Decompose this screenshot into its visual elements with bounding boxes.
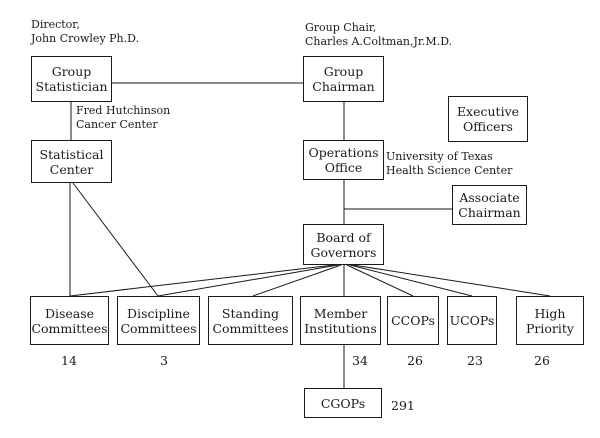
count-ccops: 26 (407, 353, 423, 368)
board-of-governors-box: Board of Governors (303, 224, 384, 265)
standing-committees-line1: Standing (221, 305, 280, 321)
connector-board-standing (252, 264, 342, 297)
group-chair-role: Group Chair, (305, 21, 377, 34)
count-disease-committees: 14 (61, 353, 77, 368)
ucops-label: UCOPs (449, 313, 495, 328)
member-institutions-line2: Institutions (304, 320, 377, 336)
executive-officers-line2: Officers (463, 119, 513, 134)
ut-health-annotation: University of Texas Health Science Cente… (386, 150, 512, 177)
standing-committees-line2: Committees (212, 320, 289, 336)
group-chairman-line1: Group (323, 64, 364, 79)
ccops-label: CCOPs (391, 313, 435, 328)
connector-board-disease (69, 264, 335, 297)
high-priority-line1: High (534, 305, 566, 321)
disease-committees-box: Disease Committees (30, 296, 109, 345)
member-institutions-line1: Member (313, 305, 368, 321)
ut-health-line2: Health Science Center (386, 163, 513, 177)
connector-board-ccops (346, 264, 414, 297)
group-statistician-line1: Group (51, 64, 92, 79)
director-annotation: Director, John Crowley Ph.D. (31, 18, 139, 45)
director-name: John Crowley Ph.D. (31, 31, 140, 45)
connector-statcenter-discipline (72, 182, 159, 297)
cgops-box: CGOPs (304, 388, 382, 418)
board-of-governors-line1: Board of (316, 229, 371, 245)
director-role: Director, (31, 18, 80, 31)
connector-board-priority (352, 264, 551, 297)
group-chair-annotation: Group Chair, Charles A.Coltman,Jr.M.D. (305, 21, 452, 48)
operations-office-line1: Operations (308, 145, 379, 160)
fred-hutchinson-line2: Cancer Center (76, 117, 158, 131)
connector-board-ucops (349, 264, 473, 297)
operations-office-line2: Office (324, 160, 363, 175)
executive-officers-box: Executive Officers (448, 96, 528, 142)
high-priority-box: High Priority (516, 296, 584, 345)
count-cgops: 291 (391, 398, 415, 413)
count-ucops: 23 (467, 353, 483, 368)
group-chair-name: Charles A.Coltman,Jr.M.D. (305, 34, 453, 48)
discipline-committees-line1: Discipline (127, 305, 190, 321)
associate-chairman-box: Associate Chairman (452, 185, 527, 225)
standing-committees-box: Standing Committees (208, 296, 293, 345)
discipline-committees-line2: Committees (120, 320, 197, 336)
associate-chairman-line2: Chairman (458, 205, 521, 220)
count-high-priority: 26 (534, 353, 550, 368)
group-chairman-box: Group Chairman (303, 56, 384, 102)
disease-committees-line2: Committees (31, 320, 108, 336)
ucops-box: UCOPs (447, 296, 497, 345)
ut-health-line1: University of Texas (386, 150, 493, 163)
connector-board-discipline (157, 264, 339, 297)
board-of-governors-line2: Governors (310, 244, 377, 260)
group-chairman-line2: Chairman (312, 79, 375, 94)
executive-officers-line1: Executive (456, 104, 520, 119)
statistical-center-line2: Center (49, 161, 94, 177)
ccops-box: CCOPs (387, 296, 439, 345)
count-member-institutions: 34 (352, 353, 368, 368)
count-discipline-committees: 3 (160, 353, 168, 368)
fred-hutchinson-line1: Fred Hutchinson (76, 104, 171, 117)
operations-office-box: Operations Office (303, 140, 384, 180)
statistical-center-box: Statistical Center (31, 140, 112, 183)
fred-hutchinson-annotation: Fred Hutchinson Cancer Center (76, 104, 170, 131)
statistical-center-line1: Statistical (39, 146, 104, 162)
associate-chairman-line1: Associate (459, 190, 520, 205)
cgops-label: CGOPs (320, 395, 366, 411)
discipline-committees-box: Discipline Committees (117, 296, 200, 345)
disease-committees-line1: Disease (44, 305, 95, 321)
group-statistician-box: Group Statistician (31, 56, 112, 102)
group-statistician-line2: Statistician (35, 79, 108, 94)
high-priority-line2: Priority (526, 320, 574, 336)
member-institutions-box: Member Institutions (300, 296, 381, 345)
